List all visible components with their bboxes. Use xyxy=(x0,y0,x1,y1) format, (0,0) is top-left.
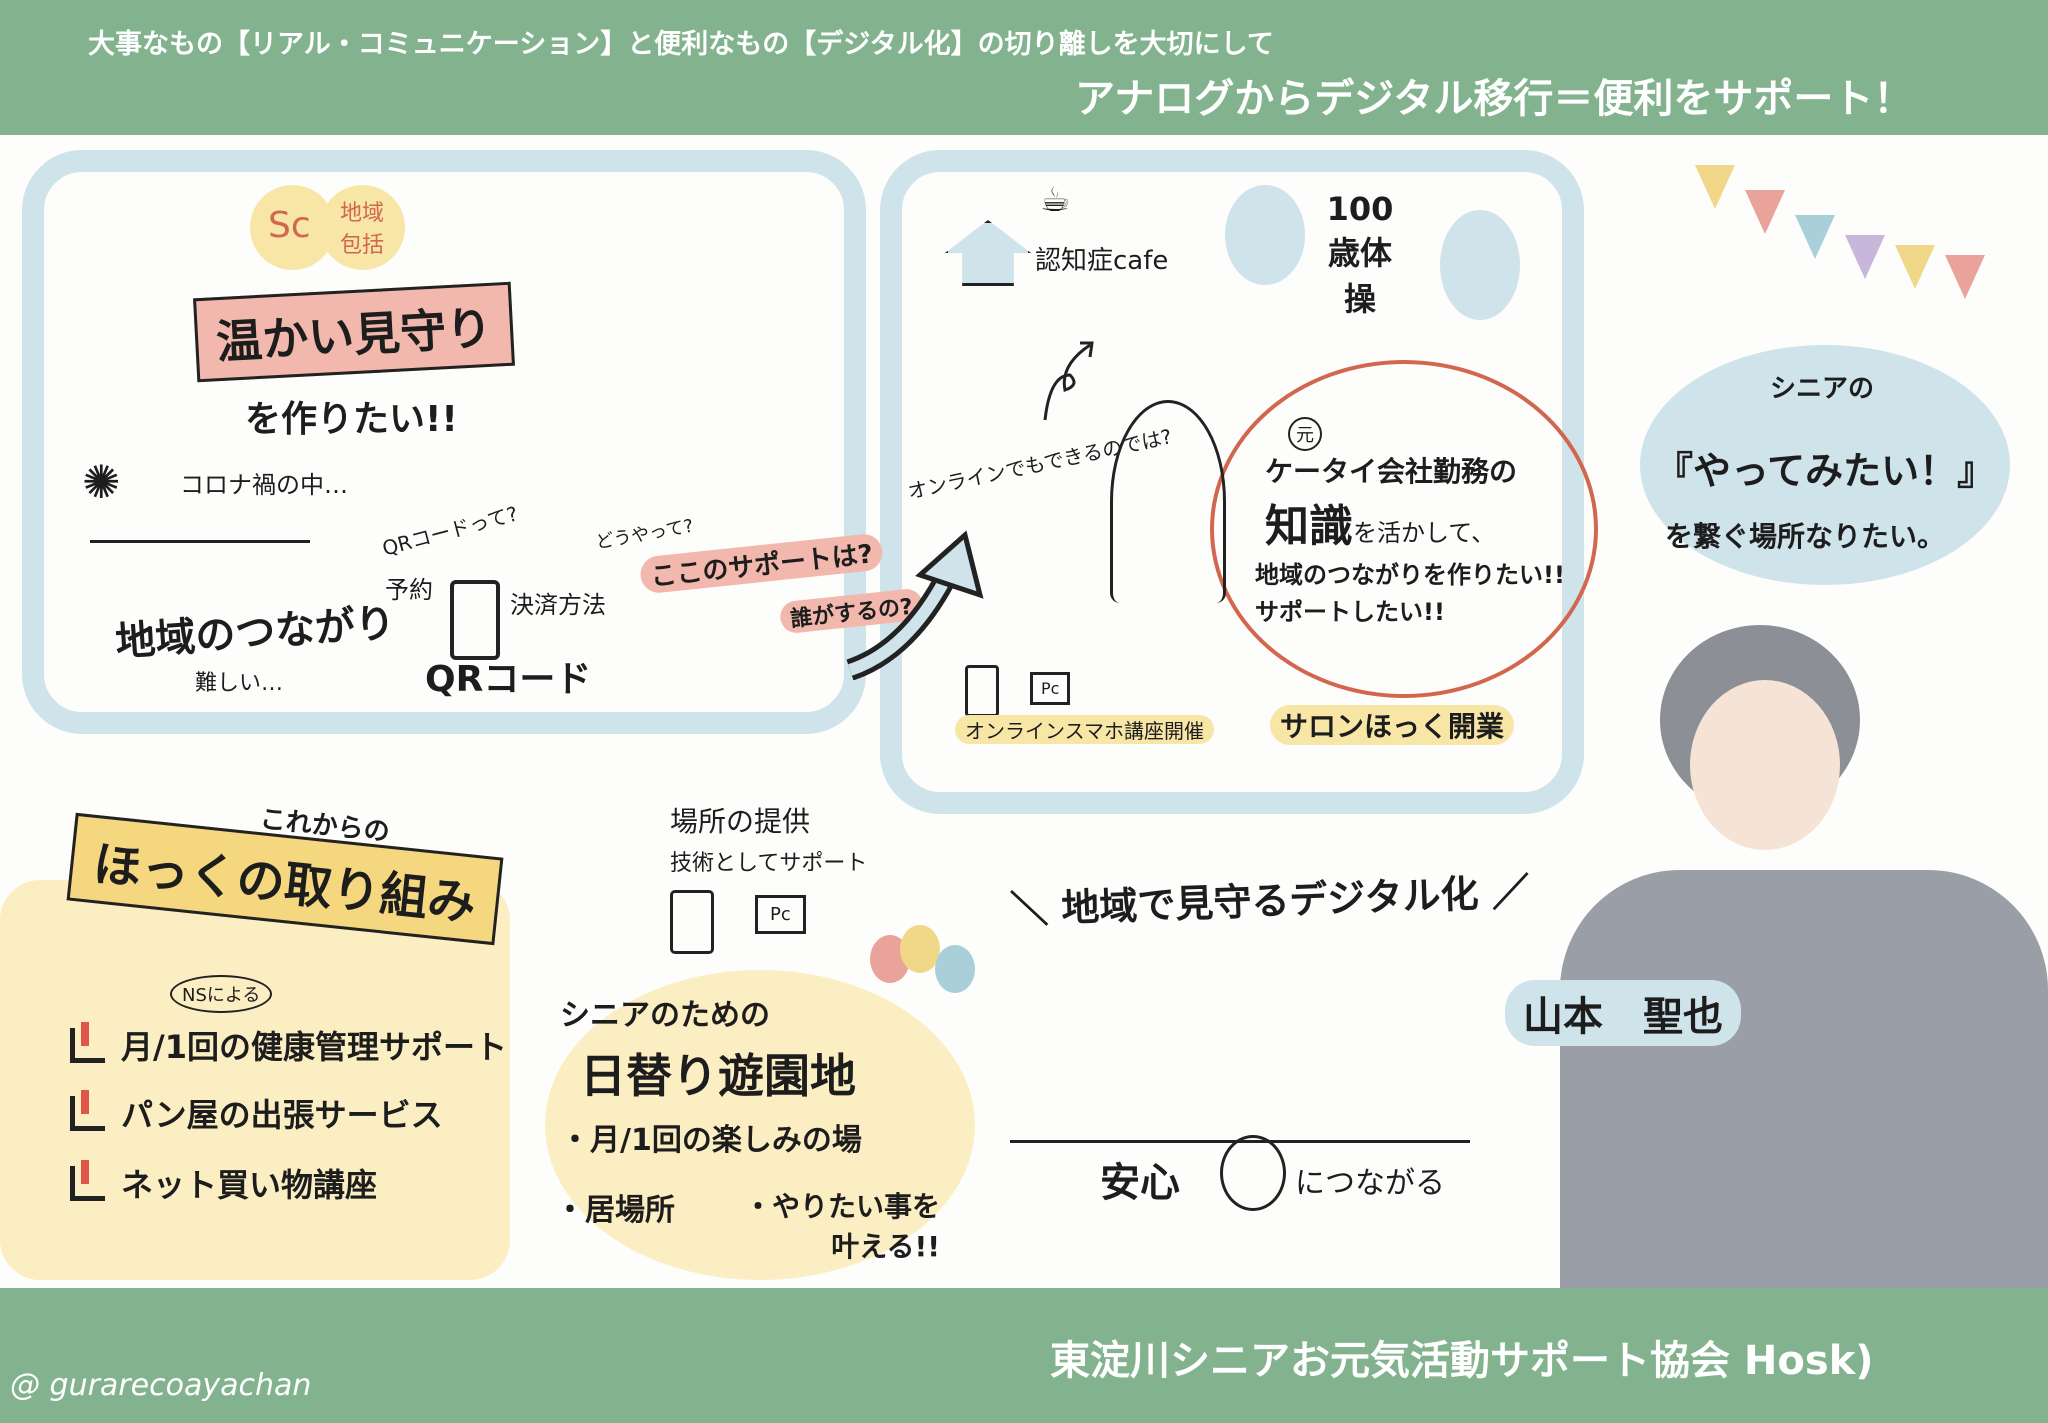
pc-icon: Pc xyxy=(755,895,806,934)
exercise-text: 100歳体操 xyxy=(1326,190,1394,318)
future-item-label: ネット買い物講座 xyxy=(121,1166,378,1204)
smartphone-icon xyxy=(450,580,500,660)
future-item-label: 月/1回の健康管理サポート xyxy=(121,1028,507,1066)
bunting-flag xyxy=(1795,215,1835,259)
for-seniors-text: シニアのための xyxy=(560,998,770,1033)
bunting-flag xyxy=(1745,190,1785,234)
future-panel-bg xyxy=(0,880,510,1280)
checkbox-icon xyxy=(70,1021,105,1063)
amusement-bg xyxy=(545,970,975,1280)
cloud-line2-rest: を活かして、 xyxy=(1353,519,1496,547)
smiling-face-icon xyxy=(1220,1135,1286,1211)
difficult-text: 難しい… xyxy=(195,671,284,696)
profile-bubble xyxy=(1640,345,2010,585)
qr-code-text: QRコード xyxy=(425,659,592,700)
banner-warm-watch: 温かい見守り xyxy=(193,281,515,383)
header-subtitle: 大事なもの【リアル・コミュニケーション】と便利なもの【デジタル化】の切り離しを大… xyxy=(88,29,1274,60)
balloon-icon xyxy=(900,925,940,973)
portrait-face xyxy=(1690,680,1840,850)
reservation-text: 予約 xyxy=(385,576,433,604)
senior-man-illustration xyxy=(1225,185,1305,285)
checkbox-icon xyxy=(70,1089,105,1131)
future-item-label: パン屋の出張サービス xyxy=(121,1096,443,1134)
header-title: アナログからデジタル移行＝便利をサポート！ xyxy=(1075,76,1914,122)
community-people-illustration xyxy=(1010,940,1470,1143)
cloud-line1: ケータイ会社勤務の xyxy=(1265,455,1518,488)
leads-to-text: につながる xyxy=(1295,1166,1445,1201)
former-badge: 元 xyxy=(1288,417,1322,451)
bunting-flag xyxy=(1695,165,1735,209)
future-list-item: ネット買い物講座 xyxy=(70,1159,378,1206)
footer-band: 東淀川シニアお元気活動サポート協会 Hosk) @ gurarecoayacha… xyxy=(0,1288,2048,1423)
pc-icon: Pc xyxy=(1030,672,1071,705)
relief-text: 安心 xyxy=(1100,1160,1180,1206)
tablet-icon xyxy=(670,890,714,954)
payment-text: 決済方法 xyxy=(510,591,606,619)
balloon-icon xyxy=(935,945,975,993)
banner-suffix: を作りたい!! xyxy=(245,399,458,440)
checkbox-icon xyxy=(70,1159,105,1201)
virus-icon: ✺ xyxy=(82,455,121,509)
big-arrow-icon xyxy=(846,530,984,680)
curly-arrow-icon xyxy=(1043,341,1094,421)
watch-title: ＼ 地域で見守るデジタル化 ／ xyxy=(1009,869,1531,933)
dementia-cafe-text: 認知症cafe xyxy=(1035,246,1169,276)
cloud-knowledge: 知識 xyxy=(1265,501,1353,552)
future-list-item: パン屋の出張サービス xyxy=(70,1089,443,1136)
profile-line1: シニアの xyxy=(1770,374,1875,404)
profile-line2: 『やってみたい！』 xyxy=(1655,449,1996,493)
cloud-line4: サポートしたい!! xyxy=(1255,598,1445,626)
badge-community: 地域包括 xyxy=(340,201,385,258)
ns-note: NSによる xyxy=(170,975,273,1013)
badge-sc: Sc xyxy=(268,205,311,246)
header-band: 大事なもの【リアル・コミュニケーション】と便利なもの【デジタル化】の切り離しを大… xyxy=(0,0,2048,135)
tech-text: 技術としてサポート xyxy=(670,851,868,876)
badge-community-bg xyxy=(320,185,405,270)
coffee-cup-icon: ☕ xyxy=(1040,180,1071,220)
profile-line3: を繋ぐ場所なりたい。 xyxy=(1665,520,1946,553)
salon-open-text: サロンほっく開業 xyxy=(1270,705,1515,745)
houses-icon xyxy=(90,540,310,603)
illustrator-credit[interactable]: @ gurarecoayachan xyxy=(10,1368,312,1403)
corona-text: コロナ禍の中… xyxy=(180,471,348,499)
tablet-icon xyxy=(965,665,999,717)
online-course-text: オンラインスマホ講座開催 xyxy=(955,715,1214,744)
organization-name: 東淀川シニアお元気活動サポート協会 Hosk) xyxy=(1050,1338,1874,1384)
future-list-item: 月/1回の健康管理サポート xyxy=(70,1021,507,1068)
amusement-title: 日替り遊園地 xyxy=(580,1049,856,1103)
bunting-flag xyxy=(1945,255,1985,299)
speaker-illustration xyxy=(1110,400,1226,603)
current-panel-frame xyxy=(22,150,866,734)
amusement-bullet: ・やりたい事を叶える!! xyxy=(743,1190,940,1263)
cloud-line3: 地域のつながりを作りたい!! xyxy=(1255,561,1565,589)
portrait-shirt xyxy=(1560,870,2048,1290)
senior-woman-illustration xyxy=(1440,210,1520,320)
profile-name: 山本 聖也 xyxy=(1505,980,1741,1046)
amusement-bullet: ・居場所 xyxy=(555,1193,675,1228)
bunting-flag xyxy=(1845,235,1885,279)
bunting-flag xyxy=(1895,245,1935,289)
amusement-bullet: ・月/1回の楽しみの場 xyxy=(560,1123,862,1158)
place-text: 場所の提供 xyxy=(670,805,811,838)
